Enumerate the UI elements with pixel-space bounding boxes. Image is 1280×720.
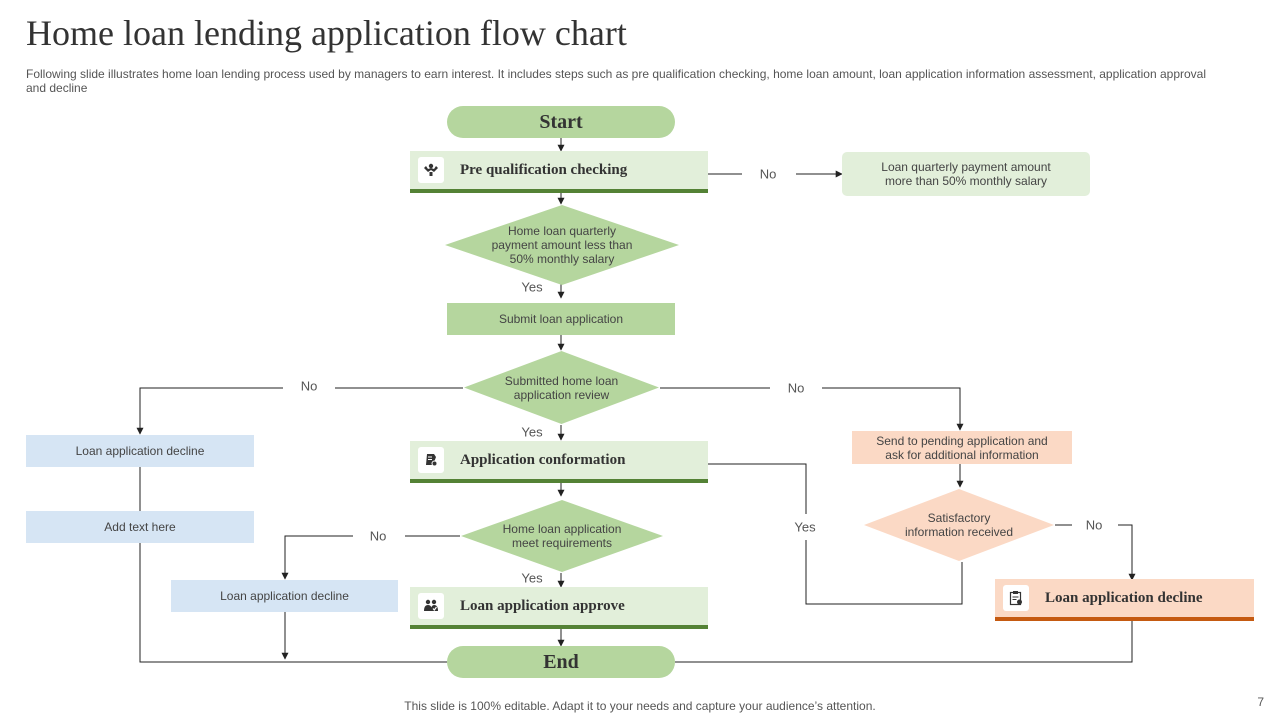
pre-qualification-label: Pre qualification checking (460, 161, 628, 178)
approve-label: Loan application approve (460, 597, 625, 614)
conformation-step: Application conformation (410, 441, 708, 483)
arrow-review-to-decline-left-2 (136, 387, 283, 435)
line-add-text-to-end (139, 543, 448, 663)
document-check-icon (418, 447, 444, 473)
add-text-box: Add text here (26, 511, 254, 543)
team-approve-icon (418, 593, 444, 619)
page-number: 7 (1257, 695, 1264, 709)
conformation-label: Application conformation (460, 451, 626, 468)
submit-application-box: Submit loan application (447, 303, 675, 335)
pending-box: Send to pending application and ask for … (852, 431, 1072, 464)
payment-less-text: Home loan quarterly payment amount less … (491, 224, 633, 266)
edge-label-yes-right: Yes (790, 519, 820, 535)
review-decision: Submitted home loan application review (463, 350, 660, 425)
meet-requirements-decision: Home loan application meet requirements (460, 499, 664, 573)
edge-label-no-right: No (783, 380, 809, 396)
approve-step: Loan application approve (410, 587, 708, 629)
satisfactory-text: Satisfactory information received (904, 511, 1014, 539)
satisfactory-decision: Satisfactory information received (863, 488, 1055, 562)
line-conformation-to-yes (708, 463, 807, 514)
decline-mid-box: Loan application decline (171, 580, 398, 612)
arrow-no-to-decline-mid (281, 535, 353, 580)
edge-label-yes-meet: Yes (517, 570, 547, 586)
decline-right-label: Loan application decline (1045, 589, 1203, 606)
decline-right-step: Loan application decline (995, 579, 1254, 621)
pre-qualification-step: Pre qualification checking (410, 151, 708, 193)
edge-label-yes: Yes (517, 279, 547, 295)
line-decline-right-to-end (675, 620, 1133, 663)
page-subtitle: Following slide illustrates home loan le… (26, 67, 1206, 95)
edge-label-no: No (755, 166, 781, 182)
page-title: Home loan lending application flow chart (26, 13, 627, 53)
clipboard-icon (1003, 585, 1029, 611)
edge-label-no-mid: No (365, 528, 391, 544)
payment-more-box: Loan quarterly payment amount more than … (842, 152, 1090, 196)
end-node: End (447, 646, 675, 678)
start-node: Start (447, 106, 675, 138)
decision-shape (461, 500, 663, 572)
decision-shape (464, 351, 659, 424)
edge-label-yes-review: Yes (517, 424, 547, 440)
meet-requirements-text: Home loan application meet requirements (502, 522, 622, 550)
decision-shape (445, 205, 679, 285)
edge-label-no-left: No (296, 378, 322, 394)
arrow-no-to-decline-right (1118, 524, 1136, 581)
decline-left-box: Loan application decline (26, 435, 254, 467)
arrow-review-to-pending (822, 387, 964, 431)
handshake-icon (418, 157, 444, 183)
footer-note: This slide is 100% editable. Adapt it to… (404, 699, 876, 713)
review-text: Submitted home loan application review (504, 373, 619, 402)
payment-less-decision: Home loan quarterly payment amount less … (444, 204, 680, 286)
edge-label-no-satisfactory: No (1081, 517, 1107, 533)
decision-shape (864, 489, 1054, 561)
line-yes-to-satisfactory (805, 540, 963, 605)
